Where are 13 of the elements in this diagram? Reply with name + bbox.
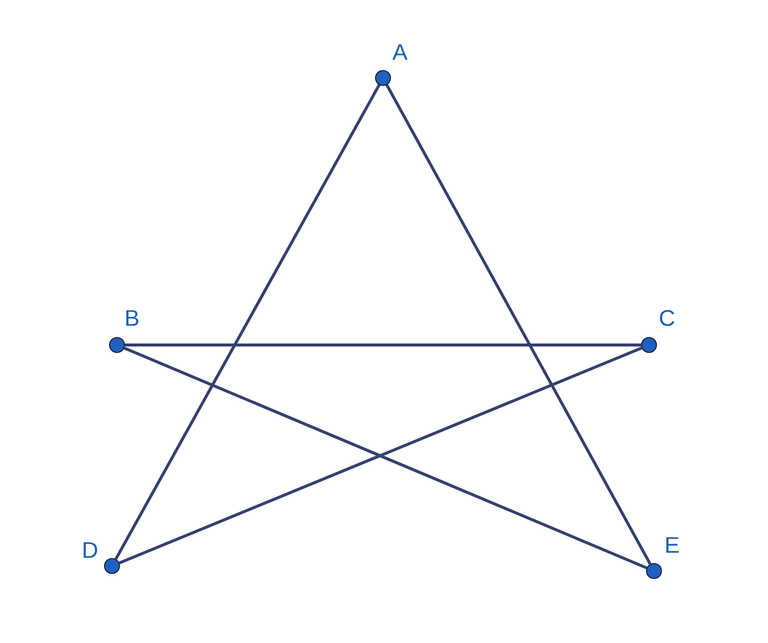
line-segment (124, 344, 642, 346)
point (109, 337, 125, 353)
point (375, 70, 391, 86)
point-label: B (126, 310, 138, 326)
point (104, 558, 120, 574)
point (646, 563, 662, 579)
point-label: E (666, 537, 679, 553)
line-segment (114, 84, 380, 560)
line-segment (386, 84, 652, 565)
point-label: A (392, 44, 408, 60)
point-label: C (660, 310, 674, 326)
point-label: D (84, 542, 98, 558)
point (641, 337, 657, 353)
